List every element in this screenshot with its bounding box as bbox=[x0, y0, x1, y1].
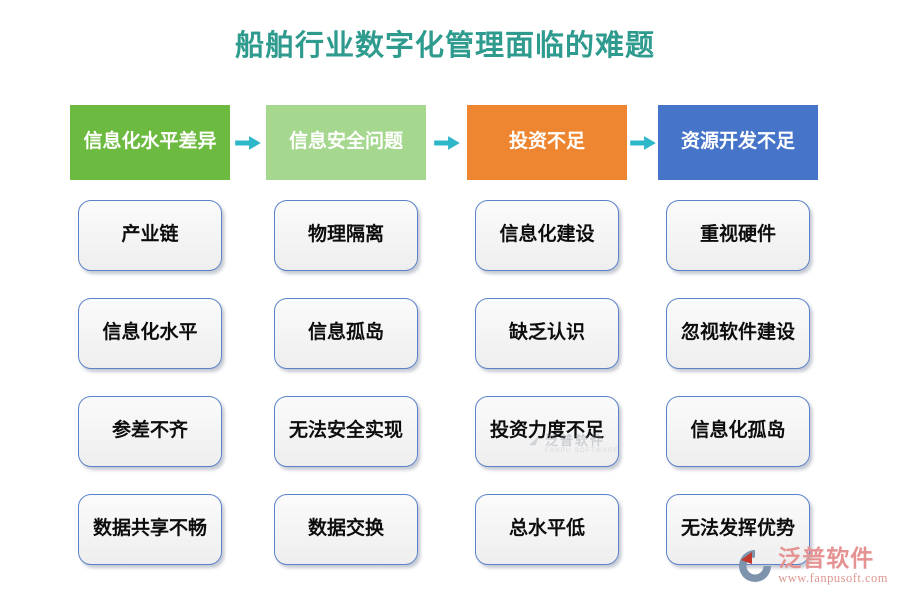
flow-node: 参差不齐 bbox=[78, 396, 222, 467]
flow-node: 信息化建设 bbox=[475, 200, 619, 271]
flow-arrow-icon bbox=[231, 105, 266, 180]
flow-node: 忽视软件建设 bbox=[666, 298, 810, 369]
column-header: 信息化水平差异 bbox=[70, 105, 230, 180]
flow-node: 信息孤岛 bbox=[274, 298, 418, 369]
flow-arrow-icon bbox=[628, 105, 658, 180]
column-info-level-gap: 信息化水平差异 产业链 信息化水平 参差不齐 数据共享不畅 bbox=[70, 105, 230, 565]
column-underinvestment: 投资不足 信息化建设 缺乏认识 投资力度不足 总水平低 bbox=[467, 105, 627, 565]
column-header: 信息安全问题 bbox=[266, 105, 426, 180]
flow-node: 缺乏认识 bbox=[475, 298, 619, 369]
flow-arrow-icon bbox=[427, 105, 467, 180]
brand-name: 泛普软件 bbox=[778, 546, 875, 571]
flow-node: 物理隔离 bbox=[274, 200, 418, 271]
flow-node: 数据交换 bbox=[274, 494, 418, 565]
fanpu-brand-logo: 泛普软件 www.fanpusoft.com bbox=[736, 546, 888, 592]
page-title: 船舶行业数字化管理面临的难题 bbox=[234, 30, 655, 62]
flow-node: 产业链 bbox=[78, 200, 222, 271]
flow-node: 无法安全实现 bbox=[274, 396, 418, 467]
flow-diagram: 信息化水平差异 产业链 信息化水平 参差不齐 数据共享不畅 信息安全问题 物理隔… bbox=[70, 105, 818, 565]
column-resource-dev: 资源开发不足 重视硬件 忽视软件建设 信息化孤岛 无法发挥优势 bbox=[658, 105, 818, 565]
flow-node: 信息化孤岛 bbox=[666, 396, 810, 467]
flow-node: 投资力度不足 bbox=[475, 396, 619, 467]
brand-text-block: 泛普软件 www.fanpusoft.com bbox=[778, 546, 888, 586]
flow-node: 数据共享不畅 bbox=[78, 494, 222, 565]
flow-node: 总水平低 bbox=[475, 494, 619, 565]
flow-node: 信息化水平 bbox=[78, 298, 222, 369]
column-header: 资源开发不足 bbox=[658, 105, 818, 180]
flow-node: 无法发挥优势 bbox=[666, 494, 810, 565]
flow-node: 重视硬件 bbox=[666, 200, 810, 271]
column-info-security: 信息安全问题 物理隔离 信息孤岛 无法安全实现 数据交换 bbox=[266, 105, 426, 565]
column-header: 投资不足 bbox=[467, 105, 627, 180]
brand-url: www.fanpusoft.com bbox=[778, 571, 888, 586]
fanpu-logo-icon bbox=[736, 547, 774, 592]
